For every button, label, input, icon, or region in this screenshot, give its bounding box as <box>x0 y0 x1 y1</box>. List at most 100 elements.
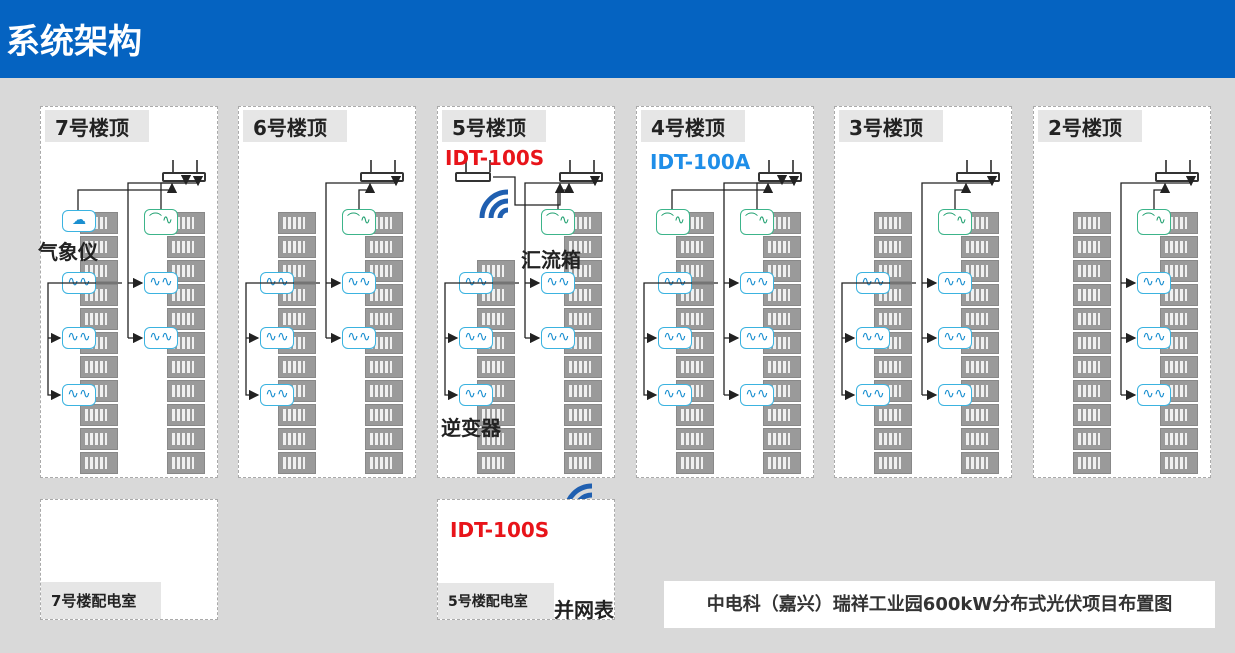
inverter-icon: ∿∿ <box>62 272 96 294</box>
pv-module-block <box>167 308 205 330</box>
pv-module-block <box>167 356 205 378</box>
inverter-icon: ∿∿ <box>856 384 890 406</box>
pv-module-block <box>763 356 801 378</box>
pv-module-block <box>365 308 403 330</box>
pv-module-block <box>564 380 602 402</box>
inverter-icon: ∿∿ <box>260 327 294 349</box>
router-icon <box>1155 160 1199 182</box>
panel-label: 2号楼顶 <box>1038 110 1142 142</box>
inverter-icon: ∿∿ <box>342 272 376 294</box>
pv-module-block <box>1160 236 1198 258</box>
pv-module-block <box>477 356 515 378</box>
pv-module-block <box>80 428 118 450</box>
panel-label: 7号楼顶 <box>45 110 149 142</box>
pv-module-block <box>278 428 316 450</box>
pv-module-block <box>564 404 602 426</box>
pv-module-block <box>365 236 403 258</box>
pv-module-block <box>167 428 205 450</box>
combiner-box-icon: ⌒∿ <box>144 209 178 235</box>
pv-module-block <box>564 308 602 330</box>
pv-module-block <box>365 380 403 402</box>
header-bar: 系统架构 <box>0 0 1235 78</box>
pv-module-block <box>1073 236 1111 258</box>
inverter-icon: ∿∿ <box>658 327 692 349</box>
pv-module-block <box>763 428 801 450</box>
combiner-box-icon: ⌒∿ <box>1137 209 1171 235</box>
inverter-icon: ∿∿ <box>1137 272 1171 294</box>
pv-module-block <box>278 404 316 426</box>
router-icon <box>758 160 802 182</box>
pv-module-block <box>564 428 602 450</box>
inverter-icon: ∿∿ <box>740 272 774 294</box>
pv-module-block <box>1073 308 1111 330</box>
pv-module-block <box>1073 284 1111 306</box>
inverter-icon: ∿∿ <box>144 327 178 349</box>
pv-module-block <box>365 428 403 450</box>
room-label: 7号楼配电室 <box>41 582 161 619</box>
router-icon <box>455 160 491 182</box>
combiner-box-icon: ⌒∿ <box>740 209 774 235</box>
pv-module-block <box>1073 452 1111 474</box>
pv-module-block <box>564 452 602 474</box>
router-icon <box>162 160 206 182</box>
pv-module-block <box>676 356 714 378</box>
combiner-box-icon: ⌒∿ <box>656 209 690 235</box>
inverter-icon: ∿∿ <box>740 384 774 406</box>
pv-module-block <box>477 428 515 450</box>
pv-module-block <box>961 452 999 474</box>
pv-module-block <box>167 452 205 474</box>
pv-module-block <box>477 452 515 474</box>
pv-module-block <box>1073 212 1111 234</box>
pv-module-block <box>80 356 118 378</box>
inverter-icon: ∿∿ <box>1137 327 1171 349</box>
pv-module-block <box>1160 308 1198 330</box>
inverter-icon: ∿∿ <box>856 327 890 349</box>
pv-module-block <box>1073 332 1111 354</box>
page-title: 系统架构 <box>6 22 142 62</box>
pv-module-block <box>874 212 912 234</box>
inverter-icon: ∿∿ <box>938 384 972 406</box>
pv-module-block <box>365 356 403 378</box>
inverter-icon: ∿∿ <box>62 327 96 349</box>
pv-module-block <box>80 236 118 258</box>
pv-module-block <box>167 404 205 426</box>
pv-module-block <box>1073 260 1111 282</box>
panel-label: 6号楼顶 <box>243 110 347 142</box>
inverter-icon: ∿∿ <box>260 384 294 406</box>
pv-module-block <box>1160 356 1198 378</box>
pv-module-block <box>961 308 999 330</box>
pv-module-block <box>961 404 999 426</box>
inverter-icon: ∿∿ <box>459 327 493 349</box>
inverter-icon: ∿∿ <box>459 384 493 406</box>
pv-module-block <box>80 452 118 474</box>
pv-module-block <box>278 452 316 474</box>
idt-100a-label: IDT-100A <box>650 150 751 174</box>
grid-meter-label: 并网表 <box>554 598 614 622</box>
inverter-icon: ∿∿ <box>938 327 972 349</box>
pv-module-block <box>676 404 714 426</box>
inverter-icon: ∿∿ <box>856 272 890 294</box>
router-icon <box>559 160 603 182</box>
pv-module-block <box>676 452 714 474</box>
room-label: 5号楼配电室 <box>438 583 554 619</box>
pv-module-block <box>763 452 801 474</box>
caption: 中电科（嘉兴）瑞祥工业园600kW分布式光伏项目布置图 <box>664 581 1215 628</box>
pv-module-block <box>676 428 714 450</box>
pv-module-block <box>365 284 403 306</box>
inverter-icon: ∿∿ <box>658 272 692 294</box>
room-7: 7号楼配电室 <box>40 499 218 620</box>
weather-station-icon: ☁ <box>62 210 96 232</box>
pv-module-block <box>278 212 316 234</box>
pv-module-block <box>167 380 205 402</box>
panel-label: 4号楼顶 <box>641 110 745 142</box>
pv-module-block <box>1073 380 1111 402</box>
pv-module-block <box>961 356 999 378</box>
pv-module-block <box>167 236 205 258</box>
inverter-icon: ∿∿ <box>541 272 575 294</box>
idt-100s-room-label: IDT-100S <box>450 518 550 542</box>
pv-module-block <box>1073 404 1111 426</box>
pv-module-block <box>564 356 602 378</box>
pv-module-block <box>874 404 912 426</box>
inverter-icon: ∿∿ <box>459 272 493 294</box>
router-icon <box>360 160 404 182</box>
